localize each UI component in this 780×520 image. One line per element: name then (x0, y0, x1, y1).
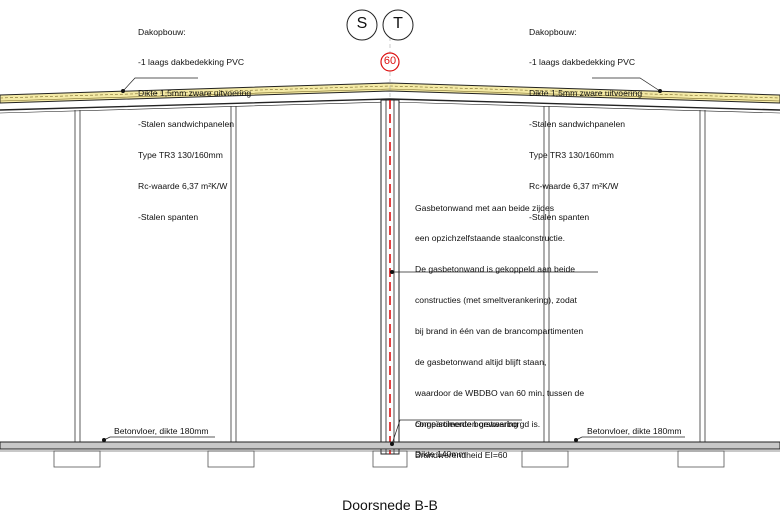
note-line: Dakopbouw: (138, 26, 186, 37)
note-line: -Stalen spanten (529, 211, 590, 222)
note-line: compartimenten gewaarborgd is. (415, 418, 541, 429)
note-line: Brandwerendheid EI=60 (415, 449, 508, 460)
drawing-title: Doorsnede B-B (342, 497, 438, 513)
note-line: constructies (met smeltverankering), zod… (415, 295, 577, 306)
note-line: Gasbetonwand met aan beide zijdes (415, 202, 555, 213)
floor-label-right: Betonvloer, dikte 180mm (587, 426, 682, 436)
note-line: -1 laags dakbedekking PVC (529, 57, 636, 68)
note-line: Dikte 1,5mm zware uitvoering (529, 88, 643, 99)
steel-columns (74, 106, 706, 444)
fire-rating-label: 60 (383, 55, 397, 67)
t-marker-circle (382, 9, 414, 41)
fire-wall (380, 16, 400, 455)
fire-rating-circle (380, 52, 400, 72)
leader-dots (102, 89, 662, 446)
note-line: Rc-waarde 6,37 m²K/W (529, 181, 619, 192)
note-line: -Stalen sandwichpanelen (529, 119, 626, 130)
note-line: Dakopbouw: (529, 26, 577, 37)
leader-lines (103, 77, 685, 445)
roof-note-right: Dakopbouw: -1 laags dakbedekking PVC Dik… (529, 6, 642, 233)
note-line: Ongeïsoleerde borstwering (415, 418, 519, 429)
s-marker-label: S (356, 15, 368, 32)
note-line: de gasbetonwand altijd blijft staan, (415, 357, 547, 368)
t-marker-label: T (393, 15, 403, 32)
floor-label-left: Betonvloer, dikte 180mm (114, 426, 209, 436)
roof-note-left: Dakopbouw: -1 laags dakbedekking PVC Dik… (138, 6, 251, 233)
note-line: een opzichzelfstaande staalconstructie. (415, 233, 566, 244)
parapet-note: Ongeïsoleerde borstwering Dikte 140mm (415, 398, 518, 470)
note-line: Dikte 140mm (415, 449, 466, 460)
note-line: Type TR3 130/160mm (529, 150, 614, 161)
note-line: -Stalen sandwichpanelen (138, 119, 235, 130)
concrete-floor (0, 441, 780, 468)
note-line: -1 laags dakbedekking PVC (138, 57, 245, 68)
note-line: Rc-waarde 6,37 m²K/W (138, 181, 228, 192)
note-line: -Stalen spanten (138, 211, 199, 222)
note-line: bij brand in één van de brancompartiment… (415, 326, 584, 337)
note-line: De gasbetonwand is gekoppeld aan beide (415, 264, 576, 275)
note-line: waardoor de WBDBO van 60 min. tussen de (415, 387, 585, 398)
s-marker-circle (346, 9, 378, 41)
note-line: Type TR3 130/160mm (138, 150, 223, 161)
note-line: Dikte 1,5mm zware uitvoering (138, 88, 252, 99)
wall-note: Gasbetonwand met aan beide zijdes een op… (415, 182, 584, 470)
